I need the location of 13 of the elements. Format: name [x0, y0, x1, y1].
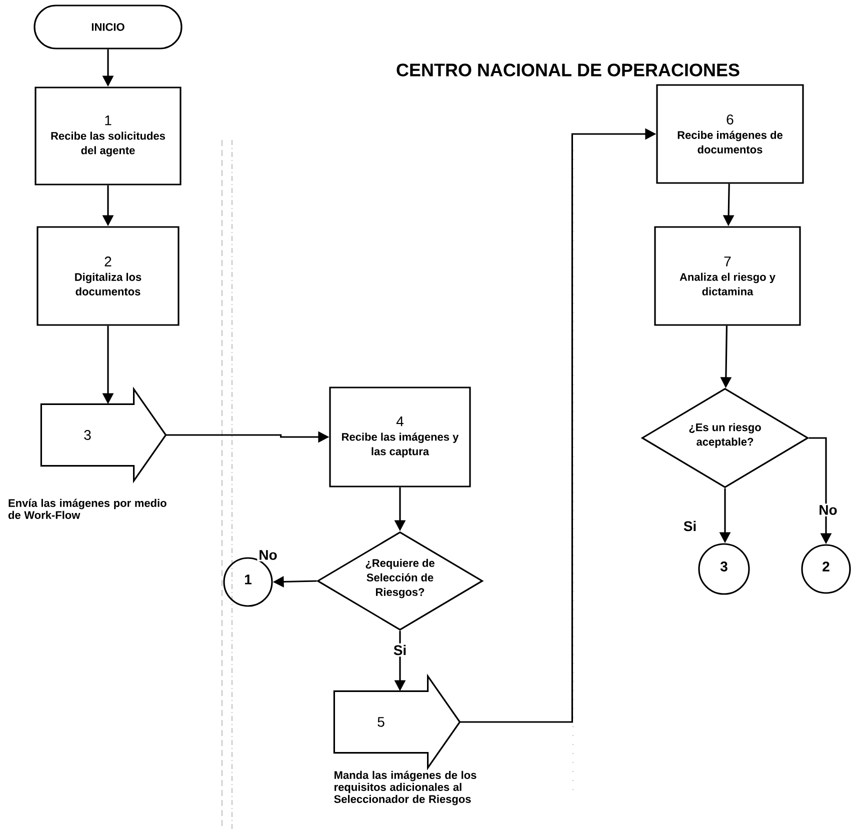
- process-box: 1 Recibe las solicitudes del agente: [34, 86, 182, 186]
- title: CENTRO NACIONAL DE OPERACIONES: [396, 64, 740, 76]
- edge-label: No: [257, 548, 279, 562]
- process-box: 6 Recibe imágenes de documentos: [656, 84, 804, 184]
- edge-label: Si: [682, 519, 698, 533]
- step-caption: Manda las imágenes de los requisitos adicionales al Seleccionador de Riesgos: [334, 770, 476, 806]
- start-terminal: INICIO: [34, 4, 182, 50]
- edge-label: Si: [392, 643, 408, 657]
- edge-label: No: [817, 504, 839, 516]
- process-box: 2 Digitaliza los documentos: [36, 226, 180, 326]
- process-box: 4 Recibe las imágenes y las captura: [329, 386, 471, 488]
- process-box: 7 Analiza el riesgo y dictamina: [654, 226, 801, 326]
- step-caption: Envía las imágenes por medio de Work-Flow: [8, 498, 166, 519]
